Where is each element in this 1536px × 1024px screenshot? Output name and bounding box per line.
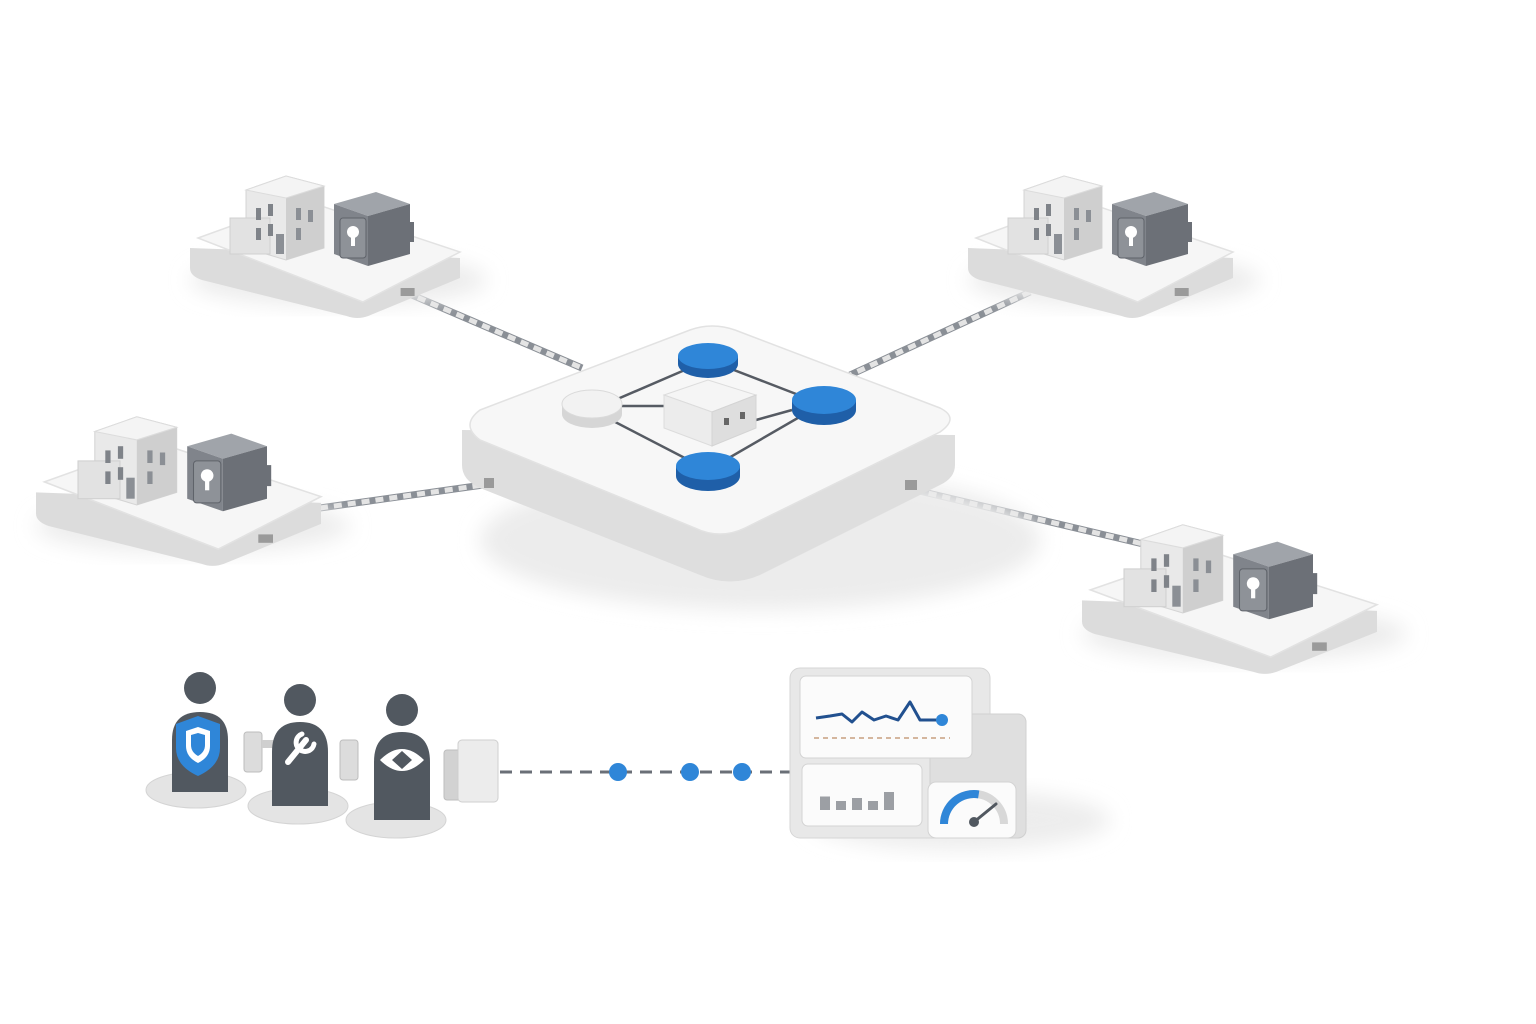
hub-node-bottom [676,452,740,491]
gauge-panel [927,781,1017,839]
bar [852,798,862,810]
team-connectors [243,731,499,803]
shield-icon [176,716,220,776]
bar [884,792,894,810]
lock-vault-icon [187,433,272,512]
building-icon [1123,524,1225,614]
team-dashboard-link [500,763,795,781]
lock-vault-icon [1233,541,1318,620]
person-monitoring [345,694,447,839]
hub-node-center [662,379,758,447]
monitoring-dashboard [789,667,1110,850]
connection-top-left [403,288,584,372]
connection-mid-left [319,480,491,512]
lock-vault-icon [334,192,414,266]
bar [820,796,830,810]
link-dot-2 [681,763,699,781]
eye-icon [380,749,424,771]
link-dot-1 [609,763,627,781]
operations-team [145,672,795,839]
building-icon [1007,175,1104,261]
building-icon [77,416,179,506]
trend-endpoint [936,714,948,726]
gauge [940,790,1008,827]
hub-node-left [561,389,623,428]
site-top-right [968,175,1260,318]
site-bottom-right [1082,524,1407,674]
hub-node-top [678,343,738,378]
bar [868,801,878,810]
trend-chart-panel [799,675,973,759]
wrench-icon [285,731,317,765]
bar-chart-panel [801,763,923,827]
lock-vault-icon [1112,192,1192,266]
building-icon [229,175,326,261]
site-mid-left [36,416,350,566]
central-hub [462,325,1040,610]
link-dot-3 [733,763,751,781]
bar-chart [820,792,894,810]
hub-node-right [792,386,856,425]
person-maintenance [247,684,349,825]
site-top-left [190,175,487,318]
bar [836,801,846,810]
connection-top-right [848,288,1032,379]
trend-line [815,700,942,724]
person-security [145,672,247,809]
site-platforms [36,175,1407,674]
